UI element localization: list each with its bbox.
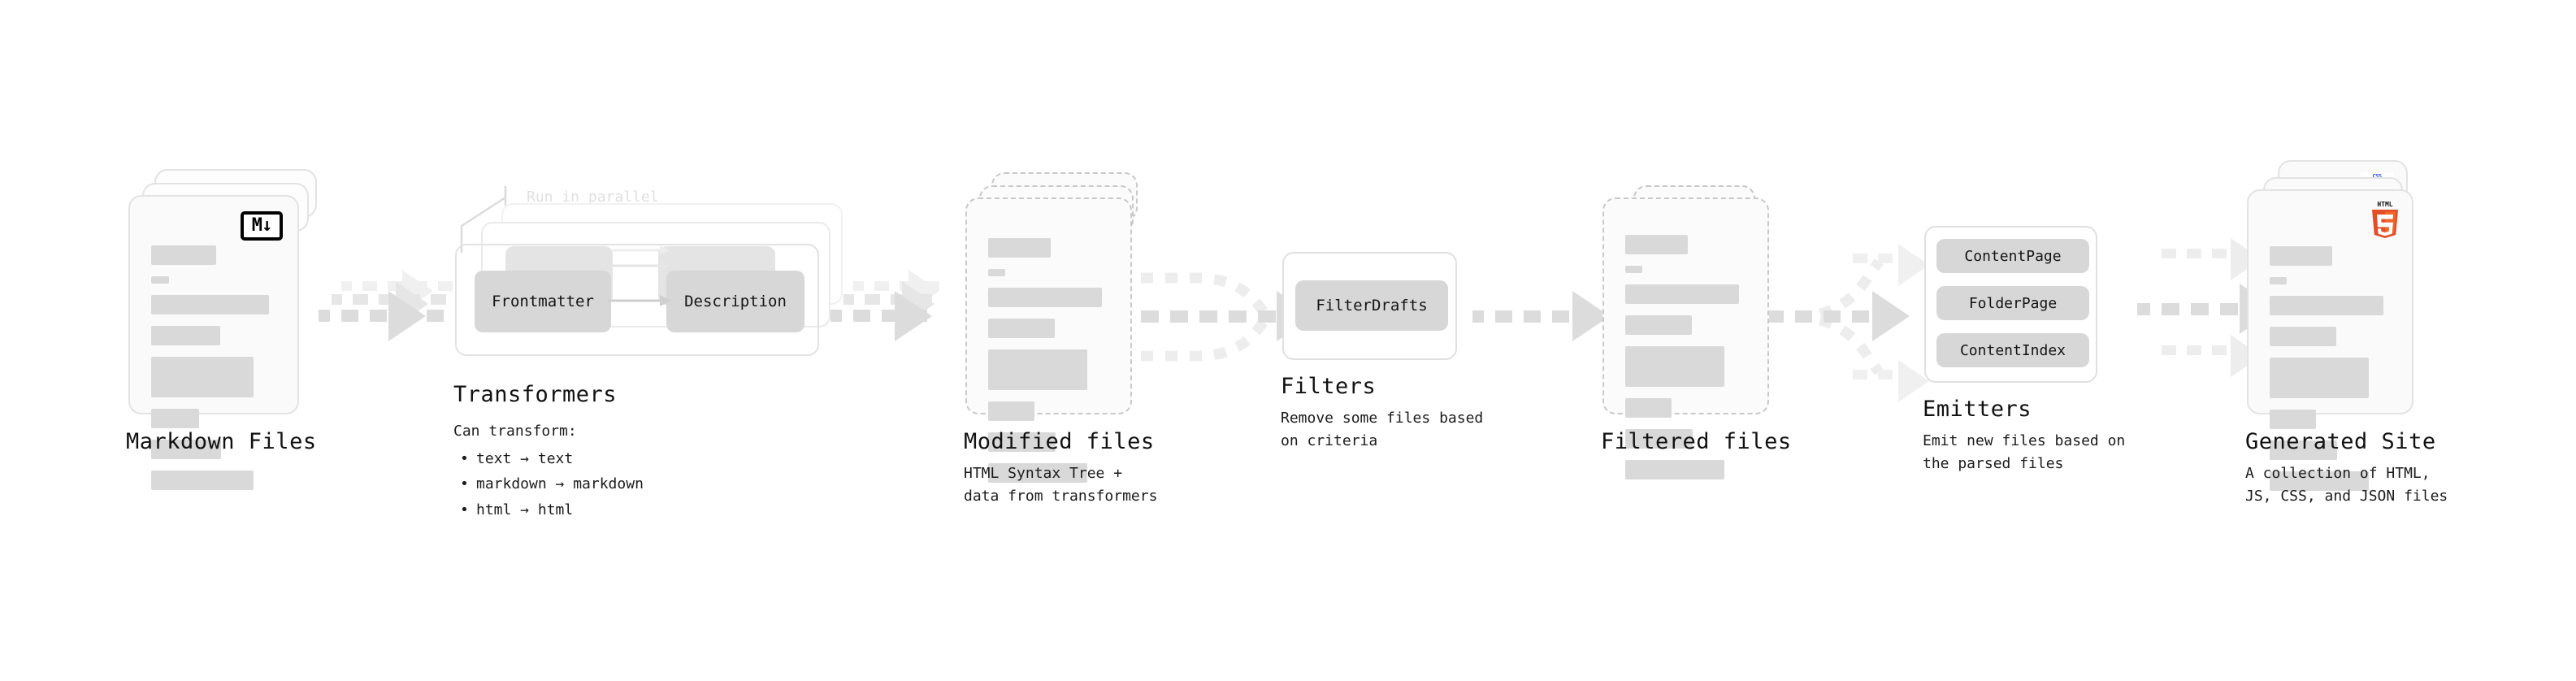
generated-site-caption: Generated Site A collection of HTML, JS,… [2245, 429, 2513, 508]
transformer-panel-front: Frontmatter Description [455, 244, 819, 356]
filters-panel: FilterDrafts [1282, 252, 1457, 360]
transformers-bullet-html: html → html [453, 497, 730, 523]
filters-chip-filterdrafts[interactable]: FilterDrafts [1295, 280, 1448, 331]
emitters-panel: ContentPage FolderPage ContentIndex [1924, 226, 2097, 383]
transformers-title: Transformers [453, 382, 618, 407]
filters-subtitle: Remove some files based on criteria [1281, 410, 1484, 449]
html5-icon: HTML [2368, 199, 2402, 241]
filtered-card-front [1602, 197, 1769, 479]
modified-card-front [965, 197, 1132, 483]
filters-caption: Filters Remove some files based on crite… [1281, 374, 1541, 453]
arrow-transformers-to-modified [830, 270, 939, 341]
site-content-lines [2270, 246, 2391, 502]
transformers-bullet-text: text → text [453, 446, 730, 472]
markdown-content-lines [151, 245, 276, 501]
emitters-title: Emitters [1923, 397, 2032, 422]
html5-shield-icon: HTML [2372, 201, 2398, 238]
transformer-chip-frontmatter[interactable]: Frontmatter [475, 271, 611, 332]
transformers-bullet-list: text → text markdown → markdown html → h… [453, 446, 730, 523]
markdown-files-title: Markdown Files [126, 429, 317, 454]
filters-title: Filters [1281, 374, 1377, 399]
svg-text:HTML: HTML [2377, 201, 2392, 208]
emitters-chip-contentpage[interactable]: ContentPage [1936, 239, 2089, 273]
markdown-icon-letter: M [251, 215, 262, 236]
transformers-bullet-markdown: markdown → markdown [453, 471, 730, 497]
modified-content-lines [988, 238, 1109, 494]
markdown-icon: M↓ [241, 211, 283, 241]
transformers-subtitle: Can transform: [453, 423, 577, 440]
markdown-files-caption: Markdown Files [126, 429, 317, 454]
arrow-filters-to-filtered [1472, 291, 1610, 341]
emitters-chip-contentindex[interactable]: ContentIndex [1936, 333, 2089, 367]
run-in-parallel-label: Run in parallel [527, 189, 659, 206]
generated-site-subtitle: A collection of HTML, JS, CSS, and JSON … [2245, 465, 2448, 505]
filtered-files-caption: Filtered files [1601, 429, 1792, 454]
arrow-filtered-to-emitters [1744, 244, 1929, 402]
transformer-chip-description[interactable]: Description [666, 271, 804, 332]
filtered-files-title: Filtered files [1601, 429, 1792, 454]
modified-files-subtitle: HTML Syntax Tree + data from transformer… [964, 465, 1158, 505]
emitters-subtitle: Emit new files based on the parsed files [1923, 432, 2126, 472]
markdown-card-front: M↓ [128, 195, 299, 490]
modified-files-caption: Modified files HTML Syntax Tree + data f… [964, 429, 1224, 508]
site-card-front: HTML [2247, 189, 2413, 491]
transformers-caption: Transformers Can transform: text → text … [453, 382, 730, 523]
filtered-content-lines [1625, 235, 1746, 491]
emitters-chip-folderpage[interactable]: FolderPage [1936, 286, 2089, 320]
markdown-icon-arrow: ↓ [262, 215, 272, 236]
modified-files-title: Modified files [964, 429, 1155, 454]
generated-site-title: Generated Site [2245, 429, 2436, 454]
arrow-markdown-to-transformers [319, 270, 453, 341]
emitters-caption: Emitters Emit new files based on the par… [1923, 397, 2191, 475]
